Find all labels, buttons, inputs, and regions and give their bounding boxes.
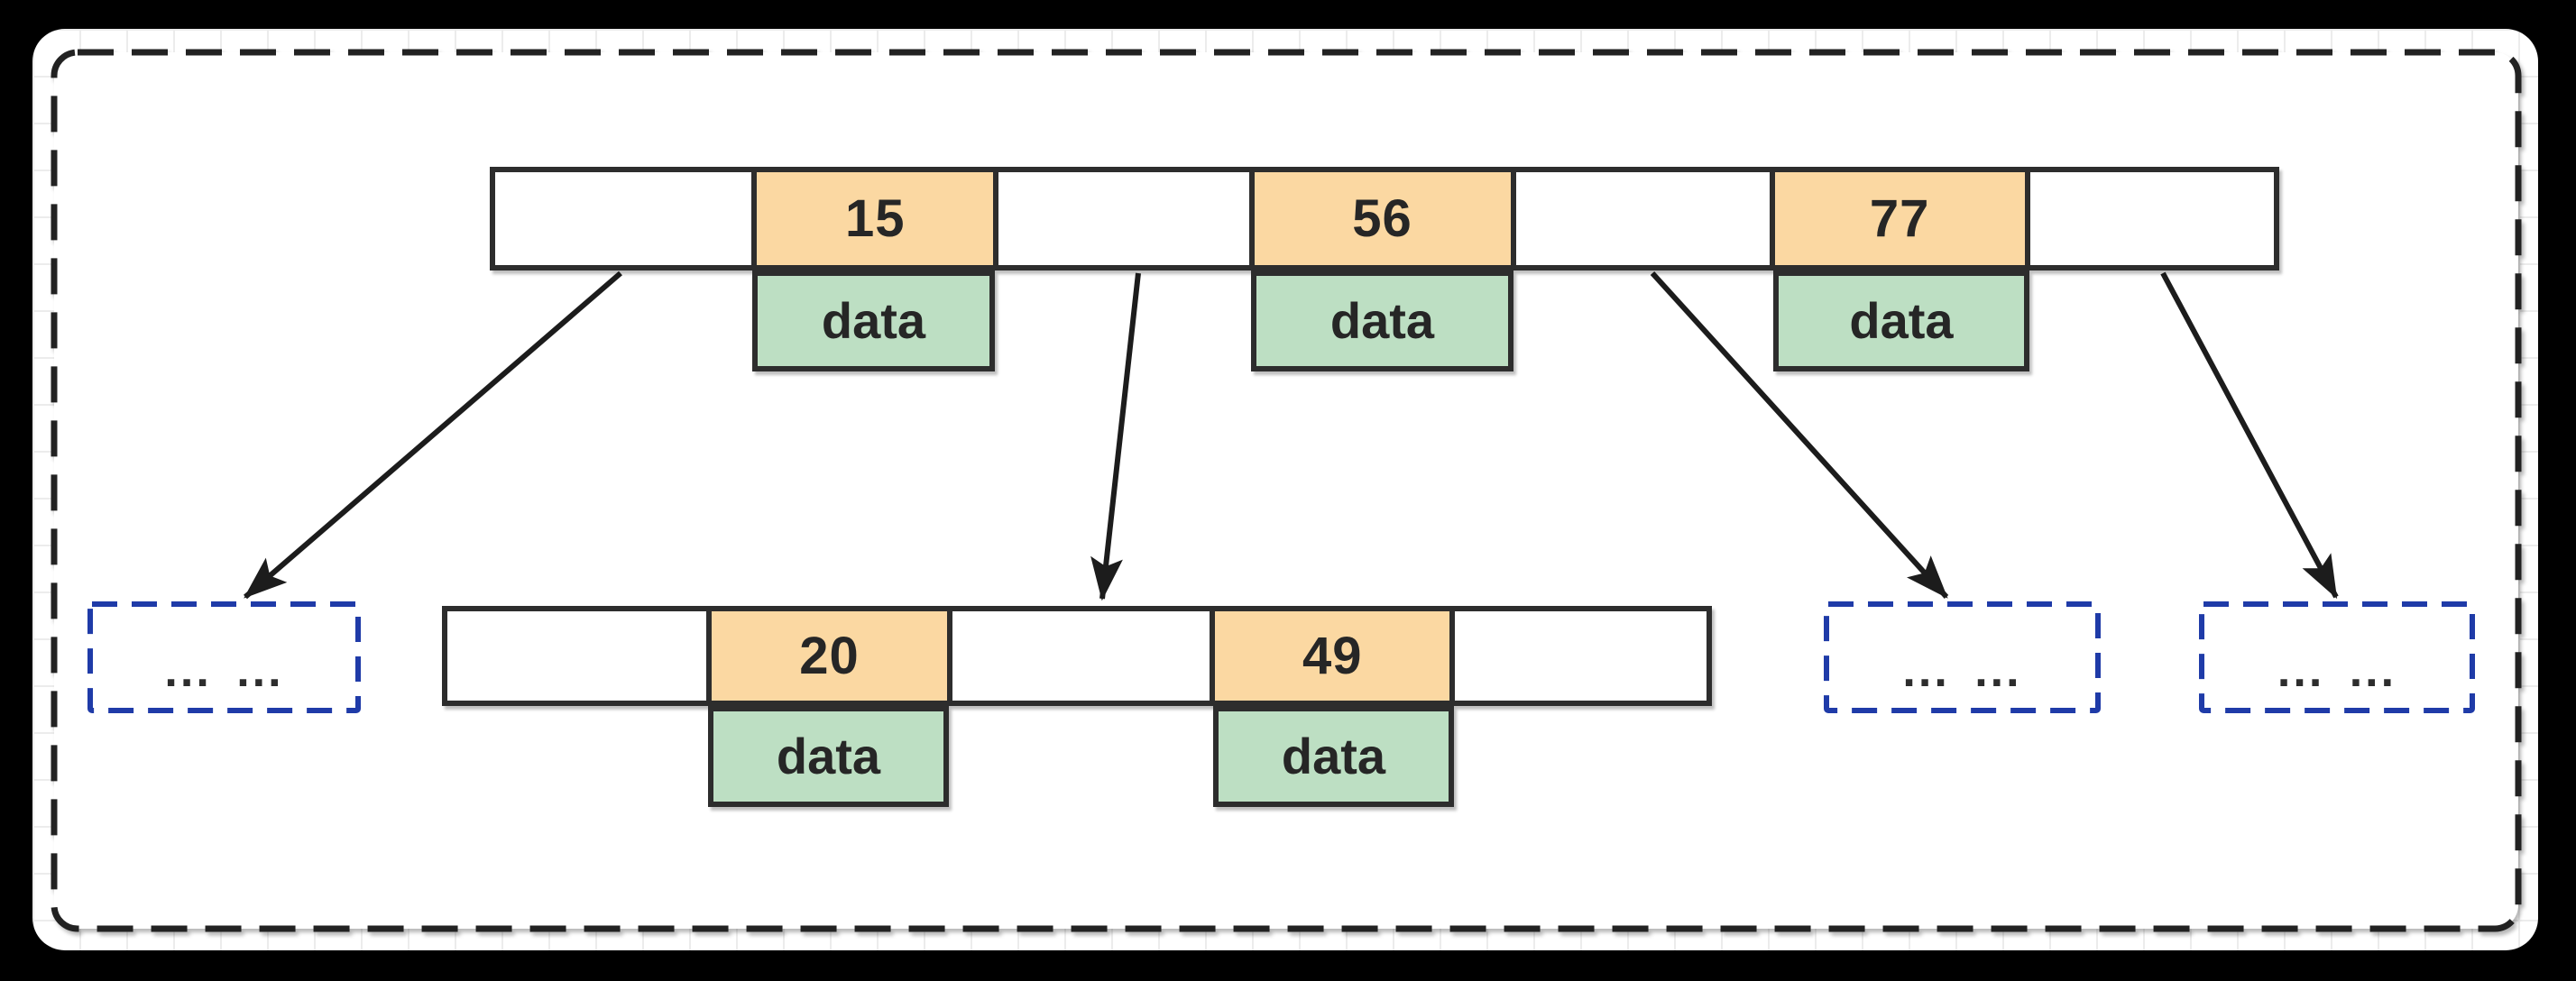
placeholder-label-middle-box: ... ... [1826, 604, 2098, 711]
root-key-label-15: 15 [844, 188, 906, 248]
root-data-label-77: data [1849, 292, 1954, 349]
child-node-bar: 20 49 [442, 606, 1712, 706]
child-pointer-cell-2 [952, 611, 1216, 701]
root-pointer-cell-4 [2029, 172, 2274, 265]
arrow-root-to-left-placeholder [244, 270, 622, 600]
root-pointer-cell-1 [495, 172, 757, 265]
arrow-root-to-child-node [1090, 272, 1141, 601]
root-key-cell-15: 15 [756, 172, 999, 265]
placeholder-box-left [87, 601, 361, 713]
root-key-label-77: 77 [1869, 188, 1930, 248]
root-data-box-15: data [752, 270, 995, 371]
arrow-root-to-right-placeholder [2160, 271, 2339, 600]
root-key-cell-56: 56 [1254, 172, 1516, 265]
root-key-label-56: 56 [1352, 188, 1412, 248]
child-data-box-49: data [1213, 706, 1454, 807]
child-key-label-20: 20 [799, 626, 860, 685]
placeholder-label-right-box: ... ... [2202, 604, 2472, 711]
root-node-bar: 15 56 77 [490, 167, 2279, 270]
child-data-label-49: data [1281, 728, 1386, 784]
placeholder-label-right: ... ... [2277, 645, 2397, 697]
child-data-label-20: data [776, 728, 881, 784]
child-data-box-20: data [708, 706, 949, 807]
child-key-cell-49: 49 [1215, 611, 1456, 701]
child-pointer-cell-1 [447, 611, 713, 701]
root-pointer-cell-2 [998, 172, 1255, 265]
child-key-label-49: 49 [1302, 626, 1363, 685]
root-data-box-77: data [1773, 270, 2029, 371]
child-key-cell-20: 20 [712, 611, 952, 701]
placeholder-box-middle [1824, 601, 2101, 713]
root-data-label-15: data [821, 292, 926, 349]
placeholder-box-right [2199, 601, 2475, 713]
placeholder-label-left-box: ... ... [90, 604, 358, 711]
root-key-cell-77: 77 [1774, 172, 2030, 265]
root-data-box-56: data [1251, 270, 1513, 371]
arrow-root-to-middle-placeholder [1650, 270, 1949, 600]
child-pointer-cell-3 [1455, 611, 1707, 701]
root-data-label-56: data [1329, 292, 1435, 349]
placeholder-label-middle: ... ... [1902, 645, 2022, 697]
root-pointer-cell-3 [1515, 172, 1775, 265]
placeholder-label-left: ... ... [164, 645, 284, 697]
